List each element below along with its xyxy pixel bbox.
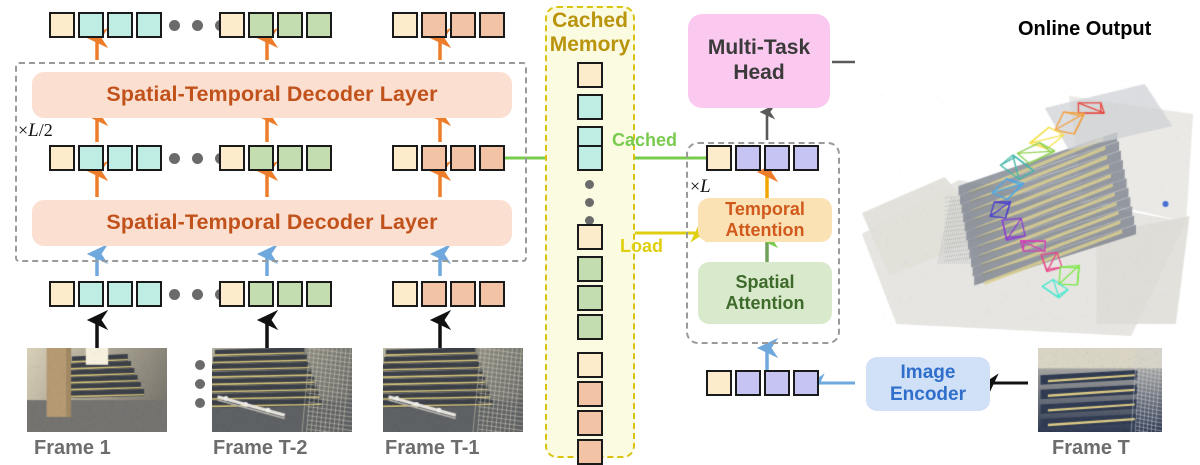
token-row-ellipsis-icon — [169, 153, 226, 164]
memory-token — [577, 410, 603, 436]
multi-task-head-line1: Multi-Task — [707, 36, 811, 60]
memory-token — [577, 145, 603, 171]
token — [392, 281, 418, 307]
token — [49, 281, 75, 307]
cached-memory-title: Cached Memory — [545, 9, 635, 57]
temporal-attention-block[interactable]: Temporal Attention — [698, 198, 832, 242]
token — [136, 12, 162, 38]
memory-token — [577, 224, 603, 250]
online-module-box — [686, 142, 840, 344]
image-encoder-line2: Encoder — [889, 384, 967, 405]
token — [706, 145, 732, 171]
frame-1-image — [27, 348, 167, 432]
temporal-attention-line1: Temporal — [725, 198, 805, 219]
token — [450, 281, 476, 307]
token — [479, 145, 505, 171]
token — [421, 12, 447, 38]
token — [248, 12, 274, 38]
memory-token — [577, 256, 603, 282]
multi-task-head-block[interactable]: Multi-Task Head — [688, 14, 830, 108]
token — [764, 370, 790, 396]
spatial-attention-line2: Attention — [725, 293, 805, 313]
token — [306, 145, 332, 171]
frame-t-image — [1038, 346, 1162, 432]
frame-t1-label: Frame T-1 — [385, 437, 480, 459]
frame-t2-image — [212, 348, 352, 432]
decoder-stack-box — [15, 62, 527, 262]
frame-1-label: Frame 1 — [34, 437, 111, 459]
memory-token — [577, 314, 603, 340]
decoder-layer-bottom-label: Spatial-Temporal Decoder Layer — [106, 210, 438, 235]
online-output-title: Online Output — [1018, 18, 1152, 40]
token — [450, 145, 476, 171]
token — [706, 370, 732, 396]
token — [479, 12, 505, 38]
token — [450, 12, 476, 38]
token — [421, 281, 447, 307]
token — [277, 281, 303, 307]
token — [248, 281, 274, 307]
token-row-ellipsis-icon — [169, 289, 226, 300]
token — [735, 370, 761, 396]
spatial-attention-block[interactable]: Spatial Attention — [698, 262, 832, 324]
memory-token — [577, 94, 603, 120]
frame-t-label: Frame T — [1052, 437, 1130, 459]
token — [735, 145, 761, 171]
multi-task-head-line2: Head — [733, 61, 785, 84]
memory-token — [577, 62, 603, 88]
token — [219, 145, 245, 171]
memory-ellipsis-icon — [585, 180, 594, 225]
online-repeat-label: ×L — [690, 176, 711, 197]
token — [78, 12, 104, 38]
decoder-layer-top-label: Spatial-Temporal Decoder Layer — [106, 82, 438, 107]
token — [421, 145, 447, 171]
token — [49, 145, 75, 171]
temporal-attention-line2: Attention — [725, 220, 805, 240]
token-row-ellipsis-icon — [169, 20, 226, 31]
token — [248, 145, 274, 171]
token — [277, 12, 303, 38]
token — [107, 145, 133, 171]
decoder-layer-top[interactable]: Spatial-Temporal Decoder Layer — [32, 72, 512, 118]
online-output-3d-render — [855, 48, 1200, 348]
frames-ellipsis-icon — [195, 360, 205, 408]
frame-t1-image — [383, 348, 523, 432]
image-encoder-block[interactable]: Image Encoder — [866, 357, 990, 411]
memory-token — [577, 439, 603, 465]
token — [49, 12, 75, 38]
token — [219, 281, 245, 307]
memory-token — [577, 352, 603, 378]
memory-token — [577, 381, 603, 407]
frame-t2-label: Frame T-2 — [213, 437, 308, 459]
token — [219, 12, 245, 38]
image-encoder-line1: Image — [900, 361, 956, 383]
decoder-repeat-label: ×L/2 — [18, 120, 53, 141]
token — [136, 145, 162, 171]
token — [392, 145, 418, 171]
token — [78, 281, 104, 307]
cached-memory-title-line2: Memory — [549, 33, 631, 57]
orange-arrows — [86, 27, 452, 197]
memory-token — [577, 285, 603, 311]
token — [107, 281, 133, 307]
frame-to-token-arrows — [86, 309, 452, 348]
token — [136, 281, 162, 307]
token — [78, 145, 104, 171]
cached-edge-label: Cached — [612, 130, 678, 150]
token — [764, 145, 790, 171]
spatial-attention-line1: Spatial — [735, 271, 795, 292]
load-edge-label: Load — [620, 236, 663, 256]
token — [306, 281, 332, 307]
token — [479, 281, 505, 307]
token — [392, 12, 418, 38]
token — [793, 145, 819, 171]
decoder-layer-bottom[interactable]: Spatial-Temporal Decoder Layer — [32, 200, 512, 246]
cached-memory-title-line1: Cached — [552, 9, 628, 32]
token — [107, 12, 133, 38]
token — [793, 370, 819, 396]
token — [306, 12, 332, 38]
token — [277, 145, 303, 171]
